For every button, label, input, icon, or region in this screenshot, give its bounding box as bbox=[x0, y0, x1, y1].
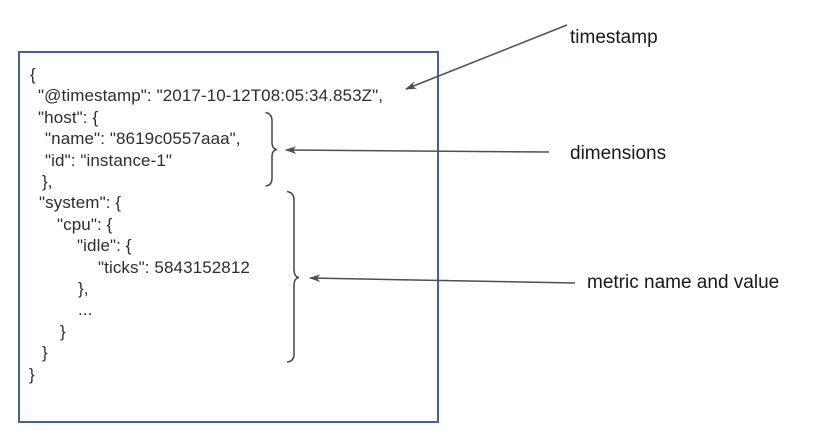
json-document-panel: { "@timestamp": "2017-10-12T08:05:34.853… bbox=[18, 51, 439, 423]
code-line-cpu: "cpu": { bbox=[57, 214, 113, 234]
code-line: { bbox=[30, 65, 36, 84]
code-line-ticks: "ticks": 5843152812 bbox=[98, 257, 250, 277]
code-line-host: "host": { bbox=[38, 107, 99, 127]
annotation-dimensions: dimensions bbox=[570, 143, 667, 164]
annotation-timestamp: timestamp bbox=[570, 27, 658, 48]
json-code-block: { "@timestamp": "2017-10-12T08:05:34.853… bbox=[20, 64, 437, 385]
code-line: } bbox=[29, 364, 35, 384]
code-line-timestamp: "@timestamp": "2017-10-12T08:05:34.853Z"… bbox=[38, 86, 384, 106]
code-line: } bbox=[42, 343, 48, 363]
annotation-metric: metric name and value bbox=[587, 272, 780, 293]
code-line: }, bbox=[78, 279, 89, 299]
code-line-ellipsis: ... bbox=[78, 300, 93, 320]
code-line-host-name: "name": "8619c0557aaa", bbox=[45, 129, 241, 149]
code-line-host-id: "id": "instance-1" bbox=[45, 150, 173, 170]
code-line-system: "system": { bbox=[39, 193, 122, 213]
code-line: } bbox=[60, 321, 66, 341]
code-line-idle: "idle": { bbox=[77, 236, 132, 256]
code-line: }, bbox=[42, 172, 53, 192]
